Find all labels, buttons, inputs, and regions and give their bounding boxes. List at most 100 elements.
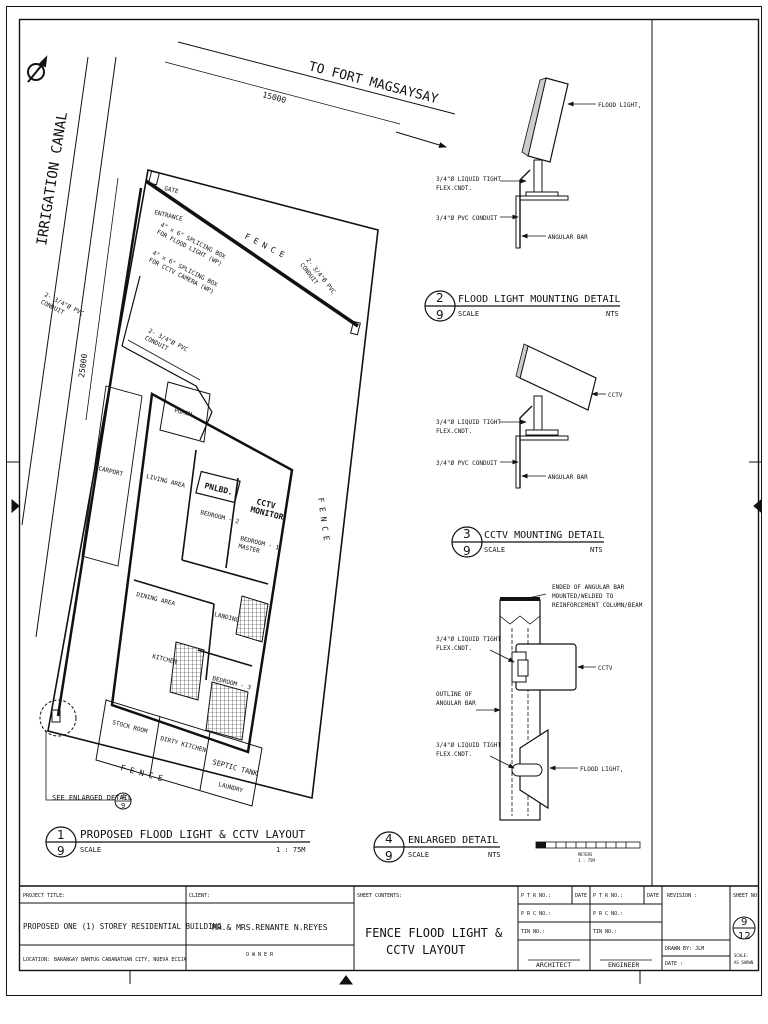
north-arrow-icon xyxy=(27,55,48,83)
scale-bar-units: METERS xyxy=(578,852,593,857)
enl-detail-nts: NTS xyxy=(488,851,501,859)
tb-project-label: PROJECT TITLE: xyxy=(23,893,65,899)
tb-prc-1: P R C NO.: xyxy=(521,911,551,917)
scale-bar-sub: 1 : 75M xyxy=(578,858,595,863)
cctv-detail-title: CCTV MOUNTING DETAIL xyxy=(484,530,604,541)
flood-light-icon xyxy=(148,170,160,186)
cctv-pvc-label: 3/4"Ø PVC CONDUIT xyxy=(436,460,498,467)
cctv-angular-label: ANGULAR BAR xyxy=(548,474,588,481)
carport-area xyxy=(81,385,143,567)
dim-top-label: 15000 xyxy=(261,90,287,105)
tb-tin-2: TIN NO.: xyxy=(593,929,617,935)
stock-room-label: STOCK ROOM xyxy=(111,719,148,735)
septic-tank-label: SEPTIC TANK xyxy=(211,758,259,778)
tb-drawn-by: DRAWN BY: JLM xyxy=(665,946,704,952)
interior-walls xyxy=(133,449,269,681)
title-block xyxy=(20,885,758,970)
fl-angular-label: ANGULAR BAR xyxy=(548,234,588,241)
cctv-monitor-label: CCTVMONITOR xyxy=(249,496,286,522)
main-title-scale: SCALE xyxy=(80,846,101,854)
tb-owner: O W N E R xyxy=(246,952,274,958)
enlarged-ref-bottom: 9 xyxy=(121,802,125,810)
tb-date-2: DATE xyxy=(647,893,659,899)
tb-tin-1: TIN NO.: xyxy=(521,929,545,935)
main-drawing-title: 1 9 PROPOSED FLOOD LIGHT & CCTV LAYOUT S… xyxy=(45,826,310,858)
fl-detail-nts: NTS xyxy=(606,310,619,318)
laundry-label: LAUNDRY xyxy=(217,781,244,794)
main-title-ratio: 1 : 75M xyxy=(276,846,306,854)
tb-date: DATE : xyxy=(665,961,683,967)
tb-date-1: DATE xyxy=(575,893,587,899)
enlarged-ref-top: 4 xyxy=(121,793,125,801)
landing-label: LANDING xyxy=(214,611,241,624)
living-area-label: LIVING AREA xyxy=(146,473,187,489)
tb-location-label: LOCATION: xyxy=(23,957,50,963)
main-title-sheet: 9 xyxy=(57,844,65,858)
tb-sheet-total: 12 xyxy=(738,931,751,942)
tb-sheet-contents-1: FENCE FLOOD LIGHT & xyxy=(365,926,503,940)
dirty-kitchen-label: DIRTY KITCHEN xyxy=(159,735,207,754)
pnlbd-label: PNLBD. xyxy=(204,481,234,497)
tb-location: BARANGAY BANTUG CABANATUAN CITY, NUEVA E… xyxy=(54,957,186,963)
left-fence-wall xyxy=(56,187,143,717)
cctv-detail-sheet: 9 xyxy=(463,544,471,558)
tb-sheet-no-label: SHEET NO.: xyxy=(733,893,763,899)
tb-client-label: CLIENT: xyxy=(189,893,210,899)
lot-fence-boundary xyxy=(47,169,379,800)
main-title-num: 1 xyxy=(57,828,65,842)
cctv-detail-nts: NTS xyxy=(590,546,603,554)
carport-label: CARPORT xyxy=(98,465,125,478)
leader-line xyxy=(45,730,114,801)
tile-area xyxy=(235,595,269,643)
cctv-fixture xyxy=(519,345,597,411)
dim-left-line xyxy=(85,177,119,421)
conduit-run xyxy=(127,339,201,381)
road-arrow-icon xyxy=(395,131,447,148)
road-label: TO FORT MAGSAYSAY xyxy=(307,59,440,107)
panel-board-box xyxy=(195,470,241,504)
fence-label-front: F E N C E xyxy=(243,232,286,260)
main-title-text: PROPOSED FLOOD LIGHT & CCTV LAYOUT xyxy=(80,828,306,841)
graphic-scale-bar: METERS 1 : 75M xyxy=(535,841,641,863)
tb-ptr-1: P T R NO.: xyxy=(521,893,551,899)
fl-pvc-label: 3/4"Ø PVC CONDUIT xyxy=(436,215,498,222)
tb-ptr-2: P T R NO.: xyxy=(593,893,623,899)
fl-flood-label: FLOOD LIGHT, xyxy=(598,102,641,109)
enlarged-detail-callout xyxy=(39,699,77,737)
master-bedroom-label: BEDROOM - 1MASTER xyxy=(238,535,281,559)
enl-flood-label: FLOOD LIGHT, xyxy=(580,766,623,773)
enl-cctv-label: CCTV xyxy=(598,665,613,672)
house-outline xyxy=(110,392,294,754)
pvc-conduit-label-1: 2- 3/4"Ø PVCCONDUIT xyxy=(298,257,337,301)
title-block-text: PROJECT TITLE: PROPOSED ONE (1) STOREY R… xyxy=(23,893,763,969)
flood-light-icon xyxy=(350,320,361,336)
enl-detail-scale: SCALE xyxy=(408,851,429,859)
fl-detail-title: FLOOD LIGHT MOUNTING DETAIL xyxy=(458,294,621,305)
enl-detail-num: 4 xyxy=(385,832,393,846)
dim-left-label: 25000 xyxy=(77,353,89,378)
enl-detail-title: ENLARGED DETAIL xyxy=(408,835,498,846)
porch-area xyxy=(159,381,211,443)
cctv-label: CCTV xyxy=(608,392,623,399)
tb-revision: REVISION : xyxy=(667,893,697,899)
tb-sheet-num: 9 xyxy=(741,917,747,928)
enl-detail-sheet: 9 xyxy=(385,849,393,863)
tile-area xyxy=(205,681,249,741)
tb-project: PROPOSED ONE (1) STOREY RESIDENTIAL BUIL… xyxy=(23,922,222,931)
cctv-detail-scale: SCALE xyxy=(484,546,505,554)
dim-top-line xyxy=(164,61,401,125)
cctv-camera-icon xyxy=(51,709,61,723)
fl-detail-scale: SCALE xyxy=(458,310,479,318)
angular-bar xyxy=(517,195,569,201)
tile-area xyxy=(169,641,205,701)
front-fence-wall xyxy=(145,179,359,328)
canal-line xyxy=(21,56,89,526)
fl-detail-sheet: 9 xyxy=(436,308,444,322)
fl-detail-num: 2 xyxy=(436,291,444,305)
